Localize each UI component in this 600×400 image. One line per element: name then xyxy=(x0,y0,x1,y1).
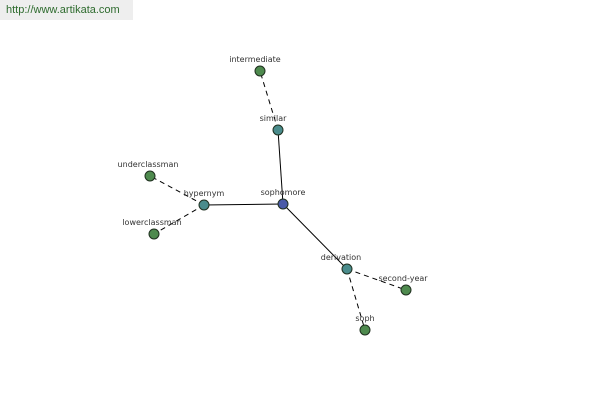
nodes-layer xyxy=(144,65,412,336)
node-label-hypernym: hypernym xyxy=(184,189,225,198)
node-label-underclassman: underclassman xyxy=(118,160,179,169)
node-label-sophomore: sophomore xyxy=(261,188,306,197)
node-derivation[interactable] xyxy=(341,263,353,275)
node-label-soph: soph xyxy=(355,314,374,323)
node-hypernym[interactable] xyxy=(198,199,210,211)
node-intermediate[interactable] xyxy=(254,65,266,77)
node-label-intermediate: intermediate xyxy=(229,55,281,64)
edge-derivation-soph xyxy=(346,268,366,331)
node-label-similar: similar xyxy=(260,114,288,123)
node-second-year[interactable] xyxy=(400,284,412,296)
node-soph[interactable] xyxy=(359,324,371,336)
node-label-second-year: second-year xyxy=(378,274,428,283)
node-similar[interactable] xyxy=(272,124,284,136)
edge-hypernym-underclassman xyxy=(149,175,205,206)
node-label-lowerclassman: lowerclassman xyxy=(122,218,181,227)
node-underclassman[interactable] xyxy=(144,170,156,182)
edge-sophomore-similar xyxy=(277,129,284,205)
edges-layer xyxy=(149,70,407,331)
node-label-derivation: derivation xyxy=(321,253,361,262)
node-sophomore[interactable] xyxy=(277,198,289,210)
edge-derivation-second-year xyxy=(346,268,407,291)
edge-sophomore-derivation xyxy=(282,203,348,270)
edge-hypernym-lowerclassman xyxy=(153,204,205,235)
source-url-link[interactable]: http://www.artikata.com xyxy=(0,0,133,20)
node-lowerclassman[interactable] xyxy=(148,228,160,240)
labels-layer: sophomore similar intermediate hypernym unde… xyxy=(118,55,429,323)
edge-similar-intermediate xyxy=(259,70,279,131)
edge-sophomore-hypernym xyxy=(203,203,284,206)
